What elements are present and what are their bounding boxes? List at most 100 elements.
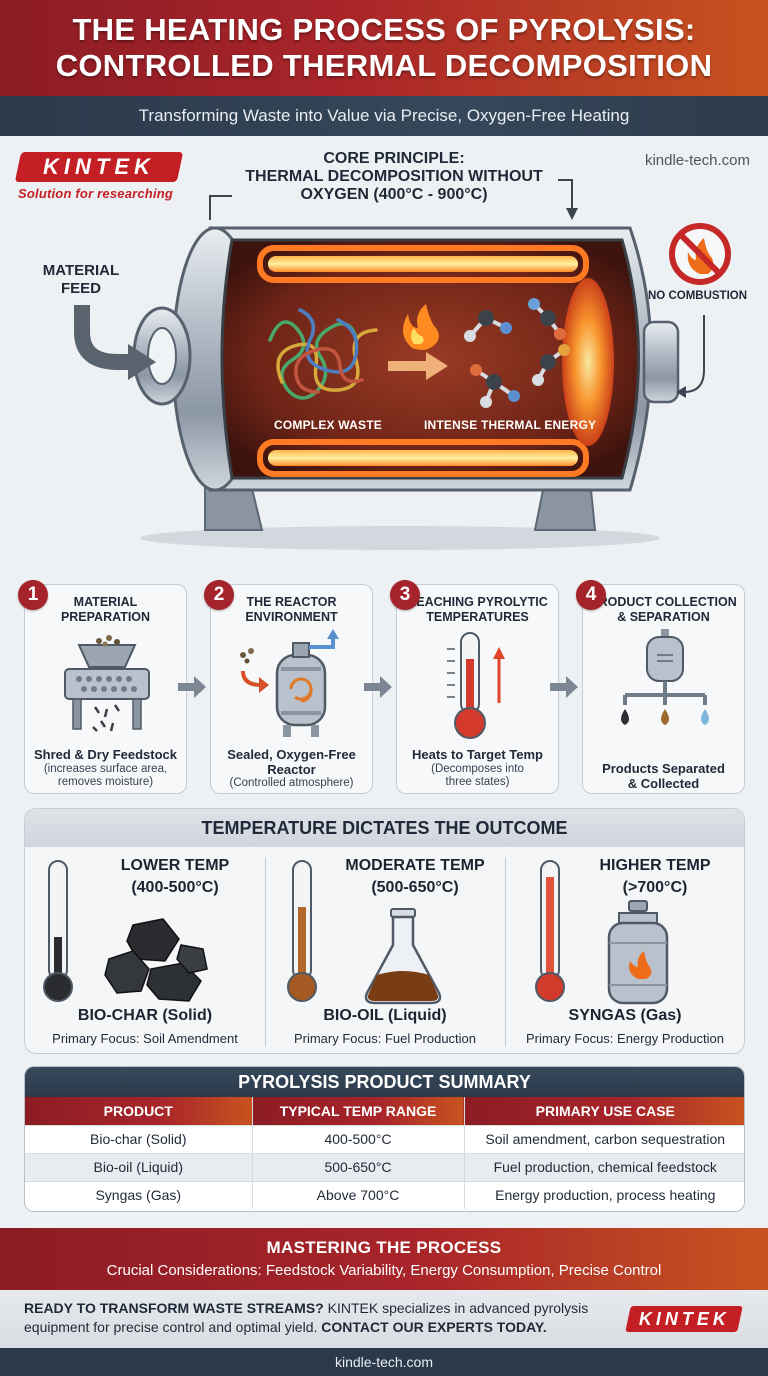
- kintek-logo-small[interactable]: KINTEK: [625, 1306, 743, 1332]
- syngas-focus: Primary Focus: Energy Production: [526, 1031, 724, 1046]
- step-1-title-line-1: MATERIAL: [73, 595, 138, 609]
- call-to-action: READY TO TRANSFORM WASTE STREAMS? KINTEK…: [0, 1290, 768, 1348]
- step-4-title: PRODUCT COLLECTION & SEPARATION: [589, 595, 738, 625]
- subtitle-bar: Transforming Waste into Value via Precis…: [0, 96, 768, 136]
- high-thermometer-icon: [535, 860, 565, 1002]
- header-banner: THE HEATING PROCESS OF PYROLYSIS: CONTRO…: [0, 0, 768, 96]
- syngas-product: SYNGAS (Gas): [568, 1007, 682, 1024]
- step-3-subtitle: Heats to Target Temp: [412, 747, 543, 762]
- step-4-title-line-1: PRODUCT COLLECTION: [590, 595, 737, 609]
- step-3-title-line-1: REACHING PYROLYTIC: [407, 595, 548, 609]
- cta-text: READY TO TRANSFORM WASTE STREAMS? KINTEK…: [24, 1299, 614, 1337]
- lower-temp-name: LOWER TEMP (400-500°C): [85, 855, 265, 899]
- principle-line-1: CORE PRINCIPLE:: [323, 150, 465, 167]
- thermometer-icon: [447, 632, 505, 739]
- page-title-line-2: CONTROLLED THERMAL DECOMPOSITION: [55, 48, 713, 83]
- table-row: Bio-oil (Liquid) 500-650°C Fuel producti…: [25, 1152, 744, 1181]
- step-2-title-line-2: ENVIRONMENT: [245, 610, 338, 624]
- step-3-badge: 3: [390, 580, 420, 610]
- page-title-line-1: THE HEATING PROCESS OF PYROLYSIS:: [72, 12, 696, 47]
- moderate-temp-line-1: MODERATE TEMP: [345, 857, 485, 874]
- step-card-3: REACHING PYROLYTIC TEMPERATURES Heats to…: [396, 584, 559, 794]
- table-cell: Bio-char (Solid): [25, 1124, 253, 1153]
- step-2-subtitle-line-2: Reactor: [267, 762, 316, 777]
- process-steps: MATERIAL PREPARATION Shred & Dry Feedsto…: [0, 580, 768, 800]
- cta-contact[interactable]: CONTACT OUR EXPERTS TODAY.: [321, 1319, 547, 1335]
- column-divider: [265, 857, 266, 1047]
- principle-line-3: OXYGEN (400°C - 900°C): [300, 186, 488, 203]
- step-1-title: MATERIAL PREPARATION: [31, 595, 180, 625]
- column-header: PRODUCT: [25, 1097, 253, 1125]
- higher-temp-line-2: (>700°C): [622, 879, 688, 896]
- step-2-subtitle-line-1: Sealed, Oxygen-Free: [227, 747, 356, 762]
- temperature-panel: TEMPERATURE DICTATES THE OUTCOME LOWER T…: [24, 808, 745, 1054]
- biooil-focus: Primary Focus: Fuel Production: [293, 1031, 477, 1046]
- logo-tagline: Solution for researching: [18, 186, 174, 201]
- step-4-title-line-2: & SEPARATION: [617, 610, 710, 624]
- summary-table: PRODUCT TYPICAL TEMP RANGE PRIMARY USE C…: [25, 1097, 744, 1209]
- step-card-1: MATERIAL PREPARATION Shred & Dry Feedsto…: [24, 584, 187, 794]
- temp-column-moderate: MODERATE TEMP (500-650°C) BIO-OIL (Liqui…: [265, 847, 505, 1053]
- product-summary: PYROLYSIS PRODUCT SUMMARY PRODUCT TYPICA…: [24, 1066, 745, 1212]
- table-cell: Soil amendment, carbon sequestration: [464, 1124, 744, 1153]
- core-principle: CORE PRINCIPLE: THERMAL DECOMPOSITION WI…: [210, 150, 578, 204]
- step-4-subtitle-line-2: & Collected: [627, 776, 700, 791]
- step-1-note-line-1: (increases surface area,: [43, 763, 168, 775]
- table-cell: Syngas (Gas): [25, 1180, 253, 1209]
- kintek-logo[interactable]: KINTEK Solution for researching: [14, 152, 184, 201]
- lower-temp-line-1: LOWER TEMP: [120, 857, 230, 874]
- site-link-bottom[interactable]: kindle-tech.com: [0, 1348, 768, 1376]
- step-1-badge: 1: [18, 580, 48, 610]
- logo-badge: KINTEK: [14, 152, 184, 182]
- summary-heading: PYROLYSIS PRODUCT SUMMARY: [25, 1067, 744, 1097]
- complex-waste-label: COMPLEX WASTE: [274, 418, 382, 432]
- logo-text: KINTEK: [43, 154, 155, 179]
- cta-logo-text: KINTEK: [638, 1308, 730, 1329]
- moderate-thermometer-icon: [287, 860, 317, 1002]
- step-1-subtitle: Shred & Dry Feedstock: [33, 747, 178, 762]
- table-cell: Above 700°C: [252, 1180, 465, 1209]
- step-arrow-icon: [364, 676, 392, 698]
- low-thermometer-icon: [43, 860, 73, 1002]
- separator-icon: [621, 629, 709, 725]
- biochar-product: BIO-CHAR (Solid): [77, 1007, 213, 1024]
- step-4-subtitle: Products Separated & Collected: [587, 761, 740, 791]
- temp-column-higher: HIGHER TEMP (>700°C) SYNGAS (Gas) Primar…: [505, 847, 744, 1053]
- table-cell: Energy production, process heating: [464, 1180, 744, 1209]
- step-4-badge: 4: [576, 580, 606, 610]
- temperature-heading: TEMPERATURE DICTATES THE OUTCOME: [25, 809, 744, 847]
- column-divider: [505, 857, 506, 1047]
- step-arrow-icon: [178, 676, 206, 698]
- step-card-2: THE REACTOR ENVIRONMENT Sealed, Oxygen-F…: [210, 584, 373, 794]
- cta-body: KINTEK specializes in advanced pyrolysis…: [24, 1300, 589, 1335]
- flask-icon: [364, 908, 442, 1005]
- step-3-note-line-1: (Decomposes into: [431, 763, 524, 775]
- biooil-product: BIO-OIL (Liquid): [323, 1007, 447, 1024]
- site-link-top[interactable]: kindle-tech.com: [644, 152, 750, 169]
- step-3-title: REACHING PYROLYTIC TEMPERATURES: [403, 595, 552, 625]
- table-row: Bio-char (Solid) 400-500°C Soil amendmen…: [25, 1124, 744, 1153]
- table-cell: 400-500°C: [252, 1124, 465, 1153]
- column-header: PRIMARY USE CASE: [464, 1097, 744, 1125]
- table-cell: Bio-oil (Liquid): [25, 1152, 253, 1181]
- thermal-energy-label: INTENSE THERMAL ENERGY: [424, 418, 597, 432]
- biochar-focus: Primary Focus: Soil Amendment: [52, 1031, 238, 1046]
- table-header-row: PRODUCT TYPICAL TEMP RANGE PRIMARY USE C…: [25, 1097, 744, 1125]
- step-2-title-line-1: THE REACTOR: [246, 595, 337, 609]
- column-header: TYPICAL TEMP RANGE: [252, 1097, 465, 1125]
- higher-temp-line-1: HIGHER TEMP: [599, 857, 711, 874]
- table-cell: Fuel production, chemical feedstock: [464, 1152, 744, 1181]
- step-2-title: THE REACTOR ENVIRONMENT: [217, 595, 366, 625]
- table-cell: 500-650°C: [252, 1152, 465, 1181]
- no-combustion-label: NO COMBUSTION: [648, 290, 748, 302]
- step-arrow-icon: [550, 676, 578, 698]
- material-feed-line-1: MATERIAL: [42, 262, 120, 279]
- step-2-badge: 2: [204, 580, 234, 610]
- step-4-subtitle-line-1: Products Separated: [602, 761, 725, 776]
- lower-temp-line-2: (400-500°C): [131, 879, 219, 896]
- step-3-title-line-2: TEMPERATURES: [426, 610, 529, 624]
- principle-line-2: THERMAL DECOMPOSITION WITHOUT: [245, 168, 543, 185]
- step-1-title-line-2: PREPARATION: [60, 610, 151, 624]
- step-card-4: PRODUCT COLLECTION & SEPARATION Products…: [582, 584, 745, 794]
